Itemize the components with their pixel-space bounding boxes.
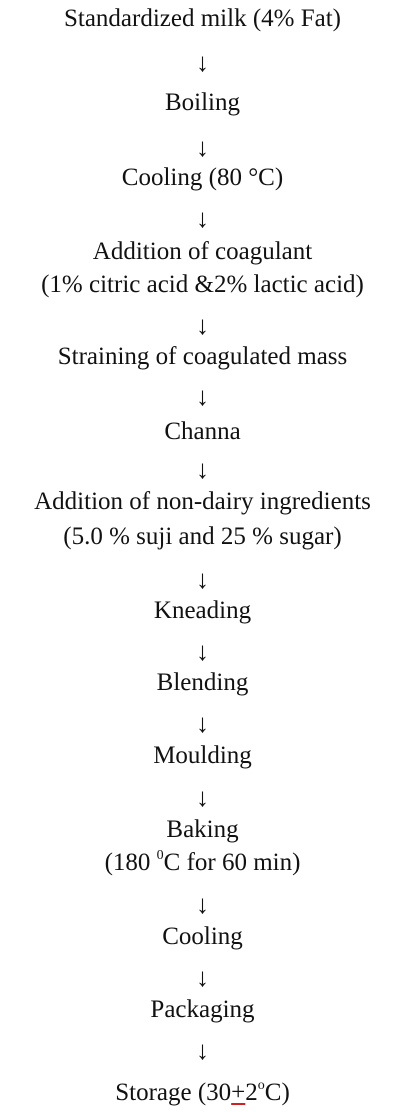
step-packaging: Packaging	[150, 996, 255, 1023]
baking-detail-superscript: 0	[156, 847, 164, 863]
step-addition-non-dairy: Addition of non-dairy ingredients	[34, 488, 371, 515]
step-boiling: Boiling	[164, 89, 240, 116]
step-cooling-final: Cooling	[162, 923, 243, 950]
storage-mid: 2	[245, 1079, 258, 1106]
baking-detail-post: C for 60 min)	[163, 849, 301, 876]
step-kneading: Kneading	[153, 597, 252, 624]
step-blending: Blending	[156, 669, 249, 696]
down-arrow-icon: ↓	[196, 890, 209, 919]
step-addition-of-coagulant: Addition of coagulant	[92, 238, 313, 265]
down-arrow-icon: ↓	[196, 709, 209, 738]
down-arrow-icon: ↓	[196, 1036, 209, 1065]
step-non-dairy-detail: (5.0 % suji and 25 % sugar)	[63, 523, 342, 550]
down-arrow-icon: ↓	[196, 382, 209, 411]
step-standardized-milk: Standardized milk (4% Fat)	[63, 5, 341, 32]
step-cooling-80: Cooling (80 °C)	[121, 164, 284, 191]
down-arrow-icon: ↓	[196, 455, 209, 484]
down-arrow-icon: ↓	[196, 783, 209, 812]
step-coagulant-detail: (1% citric acid &2% lactic acid)	[41, 271, 364, 298]
step-baking-detail: (180 0C for 60 min)	[0, 848, 405, 878]
down-arrow-icon: ↓	[196, 48, 209, 77]
storage-pre: Storage (30	[115, 1079, 232, 1106]
storage-superscript: o	[257, 1077, 265, 1093]
step-straining: Straining of coagulated mass	[57, 343, 348, 370]
down-arrow-icon: ↓	[196, 565, 209, 594]
down-arrow-icon: ↓	[196, 133, 209, 162]
step-storage: Storage (30+2oC)	[0, 1078, 405, 1108]
down-arrow-icon: ↓	[196, 311, 209, 340]
down-arrow-icon: ↓	[196, 204, 209, 233]
down-arrow-icon: ↓	[196, 637, 209, 666]
plus-minus-symbol: +	[231, 1079, 246, 1106]
baking-detail-pre: (180	[104, 849, 157, 876]
storage-post: C)	[264, 1079, 290, 1106]
step-channa: Channa	[164, 418, 241, 445]
step-moulding: Moulding	[153, 742, 252, 769]
step-baking: Baking	[166, 816, 239, 843]
down-arrow-icon: ↓	[196, 963, 209, 992]
